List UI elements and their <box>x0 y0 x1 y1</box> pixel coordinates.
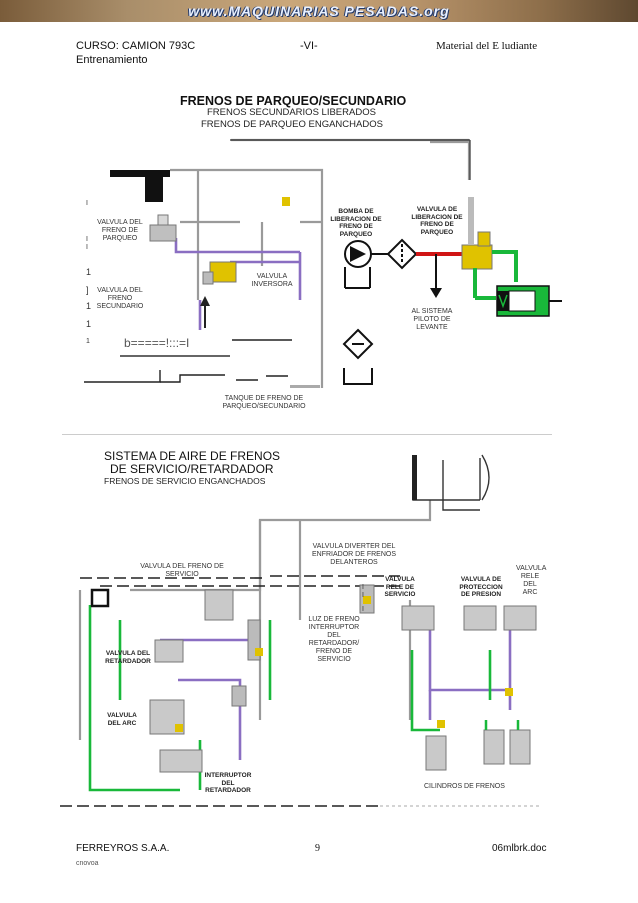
label-pilot-system: AL SISTEMA PILOTO DE LEVANTE <box>411 308 453 331</box>
section2-title-1: SISTEMA DE AIRE DE FRENOS <box>104 449 281 463</box>
section2-title-2: DE SERVICIO/RETARDADOR <box>110 462 274 476</box>
ocr-line: b=====!:::=I <box>124 336 190 350</box>
banner-logo-text: www.MAQUINARIAS PESADAS.org <box>188 3 450 19</box>
course-label: CURSO: CAMION 793C <box>76 40 196 52</box>
margin-mark: I <box>362 592 364 599</box>
margin-mark: 1 <box>86 267 92 277</box>
material-label: Material del E ludiante <box>436 40 538 52</box>
section1-title: FRENOS DE PARQUEO/SECUNDARIO <box>180 94 407 108</box>
label-valve-relay-service: VALVULA RELE DE SERVICIO <box>384 576 416 598</box>
margin-mark: I <box>362 606 364 613</box>
margin-mark: I <box>86 236 88 243</box>
footer-file: 06mlbrk.doc <box>492 843 547 854</box>
label-valve-arc: VALVULA DEL ARC <box>107 712 137 727</box>
label-valve-service: VALVULA DEL FRENO DE SERVICIO <box>140 563 224 578</box>
training-label: Entrenamiento <box>76 54 148 66</box>
margin-mark: I <box>86 244 88 251</box>
module-label: -VI- <box>300 40 318 52</box>
label-light-switch: LUZ DE FRENO INTERRUPTOR DEL RETARDADOR/… <box>308 616 360 663</box>
label-pump: BOMBA DE LIBERACION DE FRENO DE PARQUEO <box>330 208 382 238</box>
label-valve-protection: VALVULA DE PROTECCION DE PRESION <box>459 576 503 598</box>
margin-mark: I <box>86 200 88 207</box>
label-switch-retarder: INTERRUPTOR DEL RETARDADOR <box>204 772 252 794</box>
label-valve-retarder: VALVULA DEL RETARDADOR <box>105 650 151 665</box>
footer-extra: cnovoa <box>76 860 99 867</box>
footer-company: FERREYROS S.A.A. <box>76 843 170 854</box>
label-valve-secondary: VALVULA DEL FRENO SECUNDARIO <box>96 287 144 310</box>
footer-page-number: 9 <box>315 843 320 854</box>
margin-mark: 1 <box>86 301 92 311</box>
section2-subtitle: FRENOS DE SERVICIO ENGANCHADOS <box>104 476 266 486</box>
label-cylinders: CILINDROS DE FRENOS <box>424 783 505 790</box>
label-valve-relay-arc: VALVULA RELE DEL ARC <box>516 565 547 596</box>
label-tank: TANQUE DE FRENO DE PARQUEO/SECUNDARIO <box>222 395 306 410</box>
margin-mark: ] <box>86 285 89 295</box>
margin-mark: 1 <box>86 319 92 329</box>
label-valve-inverter: VALVULA INVERSORA <box>251 273 293 288</box>
label-valve-park: VALVULA DEL FRENO DE PARQUEO <box>97 219 143 242</box>
label-valve-diverter: VALVULA DIVERTER DEL ENFRIADOR DE FRENOS… <box>311 543 396 566</box>
header-banner <box>0 0 638 22</box>
section1-subtitle-2: FRENOS DE PARQUEO ENGANCHADOS <box>201 119 383 130</box>
margin-mark: I <box>362 584 364 591</box>
margin-mark: 1 <box>86 338 90 345</box>
label-valve-release: VALVULA DE LIBERACION DE FRENO DE PARQUE… <box>411 206 463 236</box>
section1-subtitle-1: FRENOS SECUNDARIOS LIBERADOS <box>207 107 376 118</box>
